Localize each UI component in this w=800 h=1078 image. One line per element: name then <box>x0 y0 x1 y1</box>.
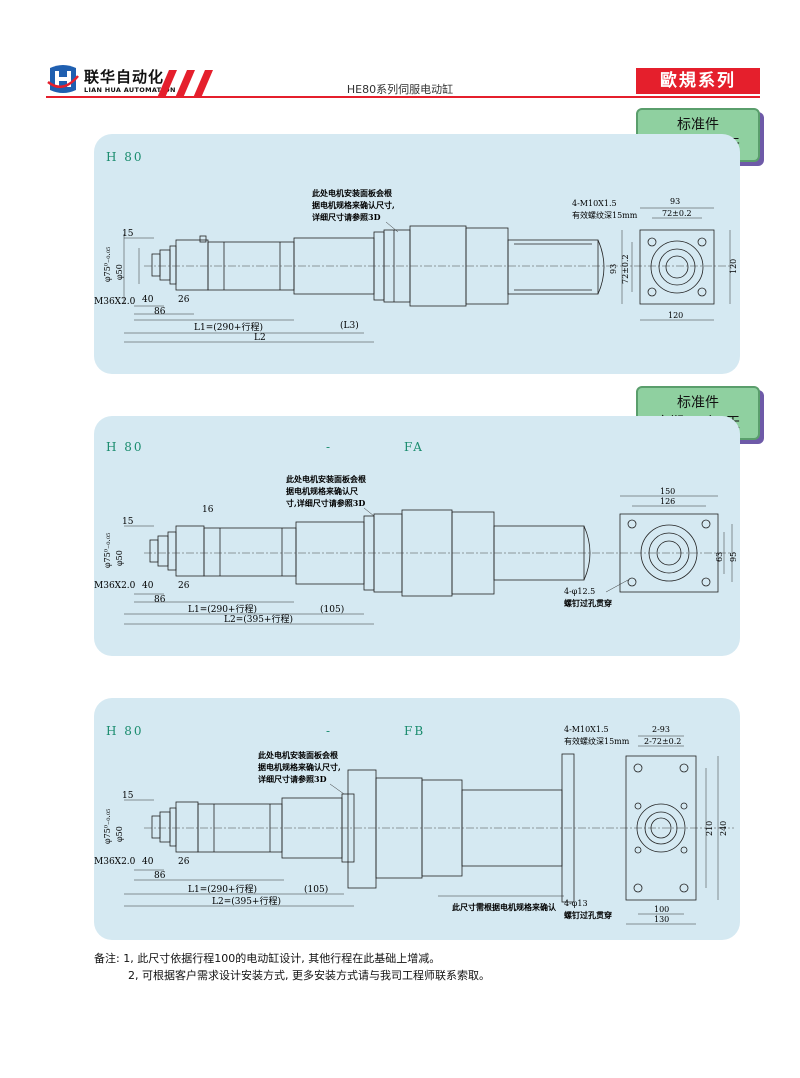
dim-l3: (105) <box>320 604 344 615</box>
model-label: H 80 <box>106 724 144 738</box>
dim-26: 26 <box>178 581 190 591</box>
dim-l2: L2=(395+行程) <box>224 613 293 625</box>
dim-h210: 210 <box>705 821 714 836</box>
dim-15: 15 <box>122 791 134 801</box>
cylinder-drawing: 15 φ75⁰₋₀.₀₅ φ50 M36X2.0 40 26 86 L1=(29… <box>94 188 738 343</box>
dim-thread: M36X2.0 <box>94 297 136 307</box>
drawing-panel-1: H 80 <box>94 134 740 374</box>
dim-l3: (105) <box>304 884 328 895</box>
dim-rod-diameter: φ75⁰₋₀.₀₅ <box>103 247 112 282</box>
dim-40: 40 <box>142 857 154 867</box>
note-line-2: 据电机规格来确认尺寸, <box>258 762 341 772</box>
bottom-note: 此尺寸需根据电机规格来确认 <box>452 902 557 912</box>
dim-15: 15 <box>122 517 134 527</box>
dim-40: 40 <box>142 581 154 591</box>
dim-l1: L1=(290+行程) <box>188 883 257 895</box>
dim-h72: 72±0.2 <box>621 254 630 284</box>
remarks-label: 备注: <box>94 952 120 965</box>
dim-holes: 4-M10X1.5 <box>572 199 617 208</box>
model-label: H 80 <box>106 150 144 164</box>
document-title: HE80系列伺服电动缸 <box>346 83 454 96</box>
note-line-2: 据电机规格来确认尺寸, <box>312 200 395 210</box>
dim-86: 86 <box>154 871 166 881</box>
model-suffix: FA <box>404 440 424 454</box>
dim-26: 26 <box>178 857 190 867</box>
dim-w126: 126 <box>660 497 675 506</box>
lianhua-logo-icon <box>47 65 79 93</box>
drawing-panel-3: H 80 - FB 15 φ75⁰₋₀.₀₅ <box>94 698 740 940</box>
model-dash: - <box>326 440 333 454</box>
cylinder-drawing-fb: 15 φ75⁰₋₀.₀₅ φ50 M36X2.0 40 26 86 L1=(29… <box>94 725 734 925</box>
badge-line1: 标准件 <box>677 395 719 411</box>
note-line-2: 据电机规格来确认尺 <box>286 486 358 496</box>
model-suffix: FB <box>404 724 426 738</box>
dim-l1: L1=(290+行程) <box>194 321 263 333</box>
header-rule <box>46 96 760 98</box>
brand-name-en: LIAN HUA AUTOMATION <box>84 86 176 94</box>
dim-thread-depth: 有效螺纹深15mm <box>572 210 638 220</box>
note-line-3: 详细尺寸请参照3D <box>312 212 381 222</box>
note-line-1: 此处电机安装面板会根 <box>258 750 338 760</box>
model-label: H 80 <box>106 440 144 454</box>
dim-w120: 120 <box>668 311 683 320</box>
dim-diameter-50: φ50 <box>115 550 124 566</box>
dim-diameter-50: φ50 <box>115 264 124 280</box>
dim-holes: 4-φ12.5 <box>564 587 595 596</box>
dim-w93: 2-93 <box>652 725 670 734</box>
dim-holes2: 4-φ13 <box>564 899 588 908</box>
remark-line-1: 1, 此尺寸依据行程100的电动缸设计, 其他行程在此基础上增减。 <box>123 952 441 965</box>
dim-w72: 72±0.2 <box>662 209 692 218</box>
dim-h63: 63 <box>715 552 724 562</box>
dim-l3: (L3) <box>340 320 359 331</box>
dim-thread: M36X2.0 <box>94 581 136 591</box>
note-line-1: 此处电机安装面板会根 <box>286 474 366 484</box>
dim-h93: 93 <box>609 264 618 274</box>
note-line-3: 寸,详细尺寸请参照3D <box>286 498 365 508</box>
cylinder-drawing-fa: 15 16 φ75⁰₋₀.₀₅ φ50 M36X2.0 40 26 86 L1=… <box>94 474 738 625</box>
dim-w100: 100 <box>654 905 669 914</box>
dim-diameter-50: φ50 <box>115 826 124 842</box>
dim-h240: 240 <box>719 821 728 836</box>
dim-86: 86 <box>154 595 166 605</box>
remark-line-2: 2, 可根据客户需求设计安装方式, 更多安装方式请与我司工程师联系索取。 <box>128 969 490 982</box>
dim-w150: 150 <box>660 487 675 496</box>
badge-line1: 标准件 <box>677 117 719 133</box>
dim-26: 26 <box>178 295 190 305</box>
dim-l2: L2 <box>254 333 266 343</box>
dim-w130: 130 <box>654 915 669 924</box>
dim-15: 15 <box>122 229 134 239</box>
dim-rod-diameter: φ75⁰₋₀.₀₅ <box>103 533 112 568</box>
dim-holes: 4-M10X1.5 <box>564 725 609 734</box>
dim-l1: L1=(290+行程) <box>188 603 257 615</box>
model-dash: - <box>326 724 333 738</box>
dim-h95: 95 <box>729 552 738 562</box>
page-header: 联华自动化 LIAN HUA AUTOMATION HE80系列伺服电动缸 歐規… <box>0 0 800 110</box>
dim-h120: 120 <box>729 259 738 274</box>
dim-l2: L2=(395+行程) <box>212 895 281 907</box>
dim-40: 40 <box>142 295 154 305</box>
dim-w93: 93 <box>670 197 680 206</box>
dim-rod-diameter: φ75⁰₋₀.₀₅ <box>103 809 112 844</box>
dim-86: 86 <box>154 307 166 317</box>
series-tag: 歐規系列 <box>636 68 760 94</box>
dim-w72: 2-72±0.2 <box>644 737 681 746</box>
note-line-3: 详细尺寸请参照3D <box>258 774 327 784</box>
dim-holes-note: 螺钉过孔贯穿 <box>564 598 612 608</box>
note-line-1: 此处电机安装面板会根 <box>312 188 392 198</box>
dim-holes2-note: 螺钉过孔贯穿 <box>564 910 612 920</box>
dim-thread-depth: 有效螺纹深15mm <box>564 736 630 746</box>
brand-name-cn: 联华自动化 <box>84 68 165 86</box>
drawing-panel-2: H 80 - FA 15 16 φ75⁰₋₀.₀₅ <box>94 416 740 656</box>
dim-thread: M36X2.0 <box>94 857 136 867</box>
dim-16: 16 <box>202 505 214 515</box>
remarks: 备注: 1, 此尺寸依据行程100的电动缸设计, 其他行程在此基础上增减。 2,… <box>94 950 490 984</box>
decor-stripes <box>157 70 213 98</box>
